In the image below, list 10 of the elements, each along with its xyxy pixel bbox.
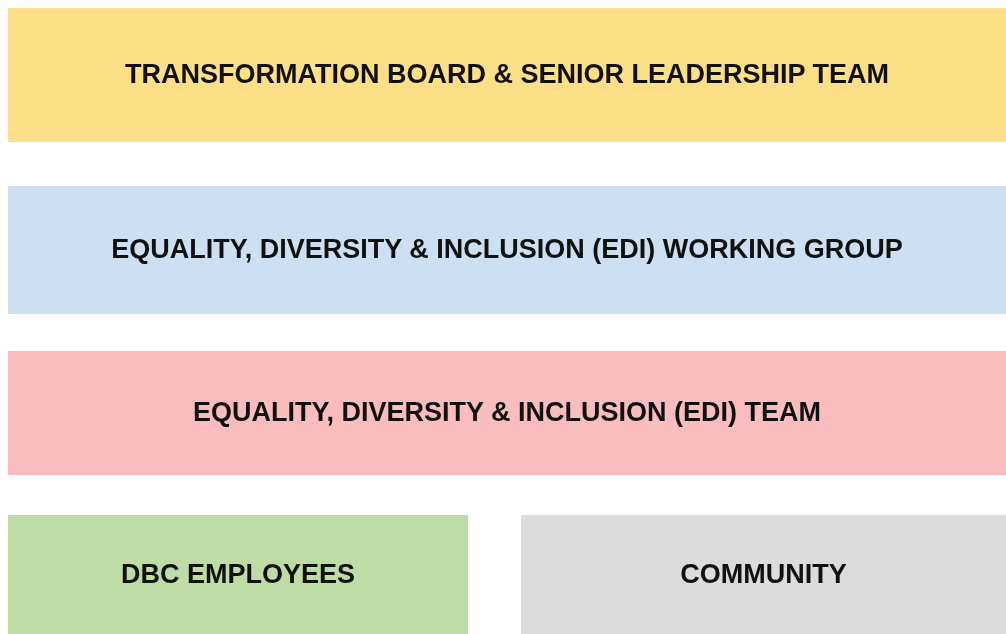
box-label: COMMUNITY	[680, 557, 847, 591]
box-label: DBC EMPLOYEES	[120, 557, 355, 591]
leadership-band	[8, 8, 1006, 142]
employees-box	[8, 515, 468, 634]
box-label: EQUALITY, DIVERSITY & INCLUSION (EDI) WORKING GROUP	[111, 233, 903, 267]
box-label: EQUALITY, DIVERSITY & INCLUSION (EDI) TEAM	[192, 396, 821, 430]
working-group-band	[8, 186, 1006, 314]
box-label: TRANSFORMATION BOARD & SENIOR LEADERSHIP TEAM	[125, 58, 889, 92]
community-box	[521, 515, 1006, 634]
team-band	[8, 351, 1006, 475]
